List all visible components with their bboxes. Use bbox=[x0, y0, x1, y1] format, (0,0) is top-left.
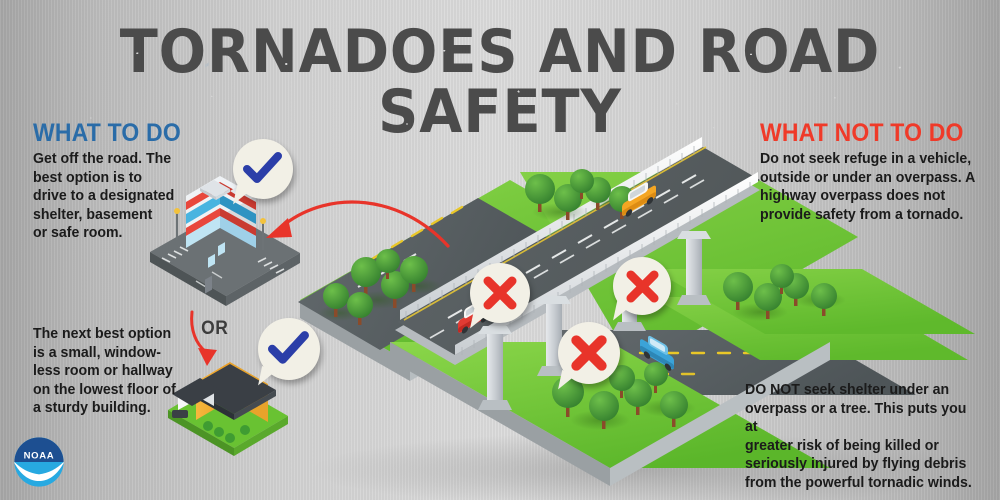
noaa-logo: NOAA bbox=[14, 437, 64, 487]
what-to-do-paragraph-1: Get off the road. The best option is to … bbox=[33, 150, 214, 243]
paragraph-line: DO NOT seek shelter under an bbox=[745, 381, 950, 398]
paragraph-line: best option is to bbox=[33, 168, 143, 186]
x-bubble-under-overpass bbox=[613, 257, 671, 315]
office-building-block bbox=[150, 62, 300, 306]
orange-car-on-overpass bbox=[622, 182, 656, 217]
paragraph-line: seriously injured by flying debris bbox=[745, 455, 967, 473]
paragraph-line: a sturdy building. bbox=[33, 399, 151, 417]
x-icon bbox=[571, 335, 607, 371]
page-title: TORNADOES AND ROAD SAFETY bbox=[35, 22, 965, 142]
what-not-to-do-heading: WHAT NOT TO DO bbox=[760, 119, 964, 147]
x-icon bbox=[625, 269, 659, 303]
paragraph-line: provide safety from a tornado. bbox=[760, 205, 964, 223]
x-bubble-near-trees bbox=[558, 322, 620, 384]
paragraph-line: on the lowest floor of bbox=[33, 380, 176, 398]
paragraph-line: drive to a designated bbox=[33, 187, 175, 205]
paragraph-line: The next best option bbox=[33, 325, 172, 342]
tree-cluster-front bbox=[552, 362, 696, 430]
paragraph-line: highway overpass does not bbox=[760, 187, 946, 205]
overpass-pier-right bbox=[677, 231, 711, 305]
suburban-house-block bbox=[168, 242, 288, 456]
paragraph-line: outside or under an overpass. A bbox=[760, 168, 976, 186]
arrow-highway-to-building bbox=[266, 200, 450, 248]
what-not-to-do-paragraph-1: Do not seek refuge in a vehicle, outside… bbox=[760, 150, 983, 224]
street-lamp-left bbox=[174, 208, 180, 240]
paragraph-line: greater risk of being killed or bbox=[745, 436, 939, 454]
x-icon bbox=[483, 276, 517, 310]
tree-cluster-left bbox=[318, 249, 442, 325]
check-icon bbox=[243, 152, 282, 183]
page-title-text: TORNADOES AND ROAD SAFETY bbox=[35, 22, 965, 142]
paragraph-line: less room or hallway bbox=[33, 362, 173, 380]
check-bubble-office-building bbox=[233, 139, 293, 199]
office-building bbox=[186, 62, 256, 248]
tree-cluster-right bbox=[723, 264, 846, 321]
paragraph-line: overpass or a tree. This puts you at bbox=[745, 399, 967, 436]
paragraph-line: shelter, basement bbox=[33, 205, 153, 223]
noaa-logo-text: NOAA bbox=[24, 451, 55, 462]
tree-cluster-top bbox=[525, 169, 641, 221]
x-bubble-vehicle-on-road bbox=[470, 263, 530, 323]
paragraph-line: or safe room. bbox=[33, 224, 123, 242]
overpass-pier-left bbox=[478, 326, 512, 410]
paragraph-line: Get off the road. The bbox=[33, 150, 172, 167]
what-to-do-heading: WHAT TO DO bbox=[33, 119, 181, 147]
overpass-rail-near bbox=[455, 172, 758, 355]
street-lamp-right bbox=[260, 218, 266, 250]
paragraph-line: from the powerful tornadic winds. bbox=[745, 473, 972, 491]
arrow-or-to-house bbox=[190, 310, 217, 366]
what-not-to-do-paragraph-2: DO NOT seek shelter under an overpass or… bbox=[745, 381, 982, 493]
what-to-do-paragraph-2: The next best option is a small, window-… bbox=[33, 325, 219, 418]
paragraph-line: is a small, window- bbox=[33, 343, 161, 361]
check-bubble-house bbox=[258, 318, 320, 380]
blue-car-on-lower-road bbox=[640, 335, 674, 371]
or-label: OR bbox=[201, 318, 229, 339]
paragraph-line: Do not seek refuge in a vehicle, bbox=[760, 150, 972, 167]
check-icon bbox=[268, 331, 309, 364]
